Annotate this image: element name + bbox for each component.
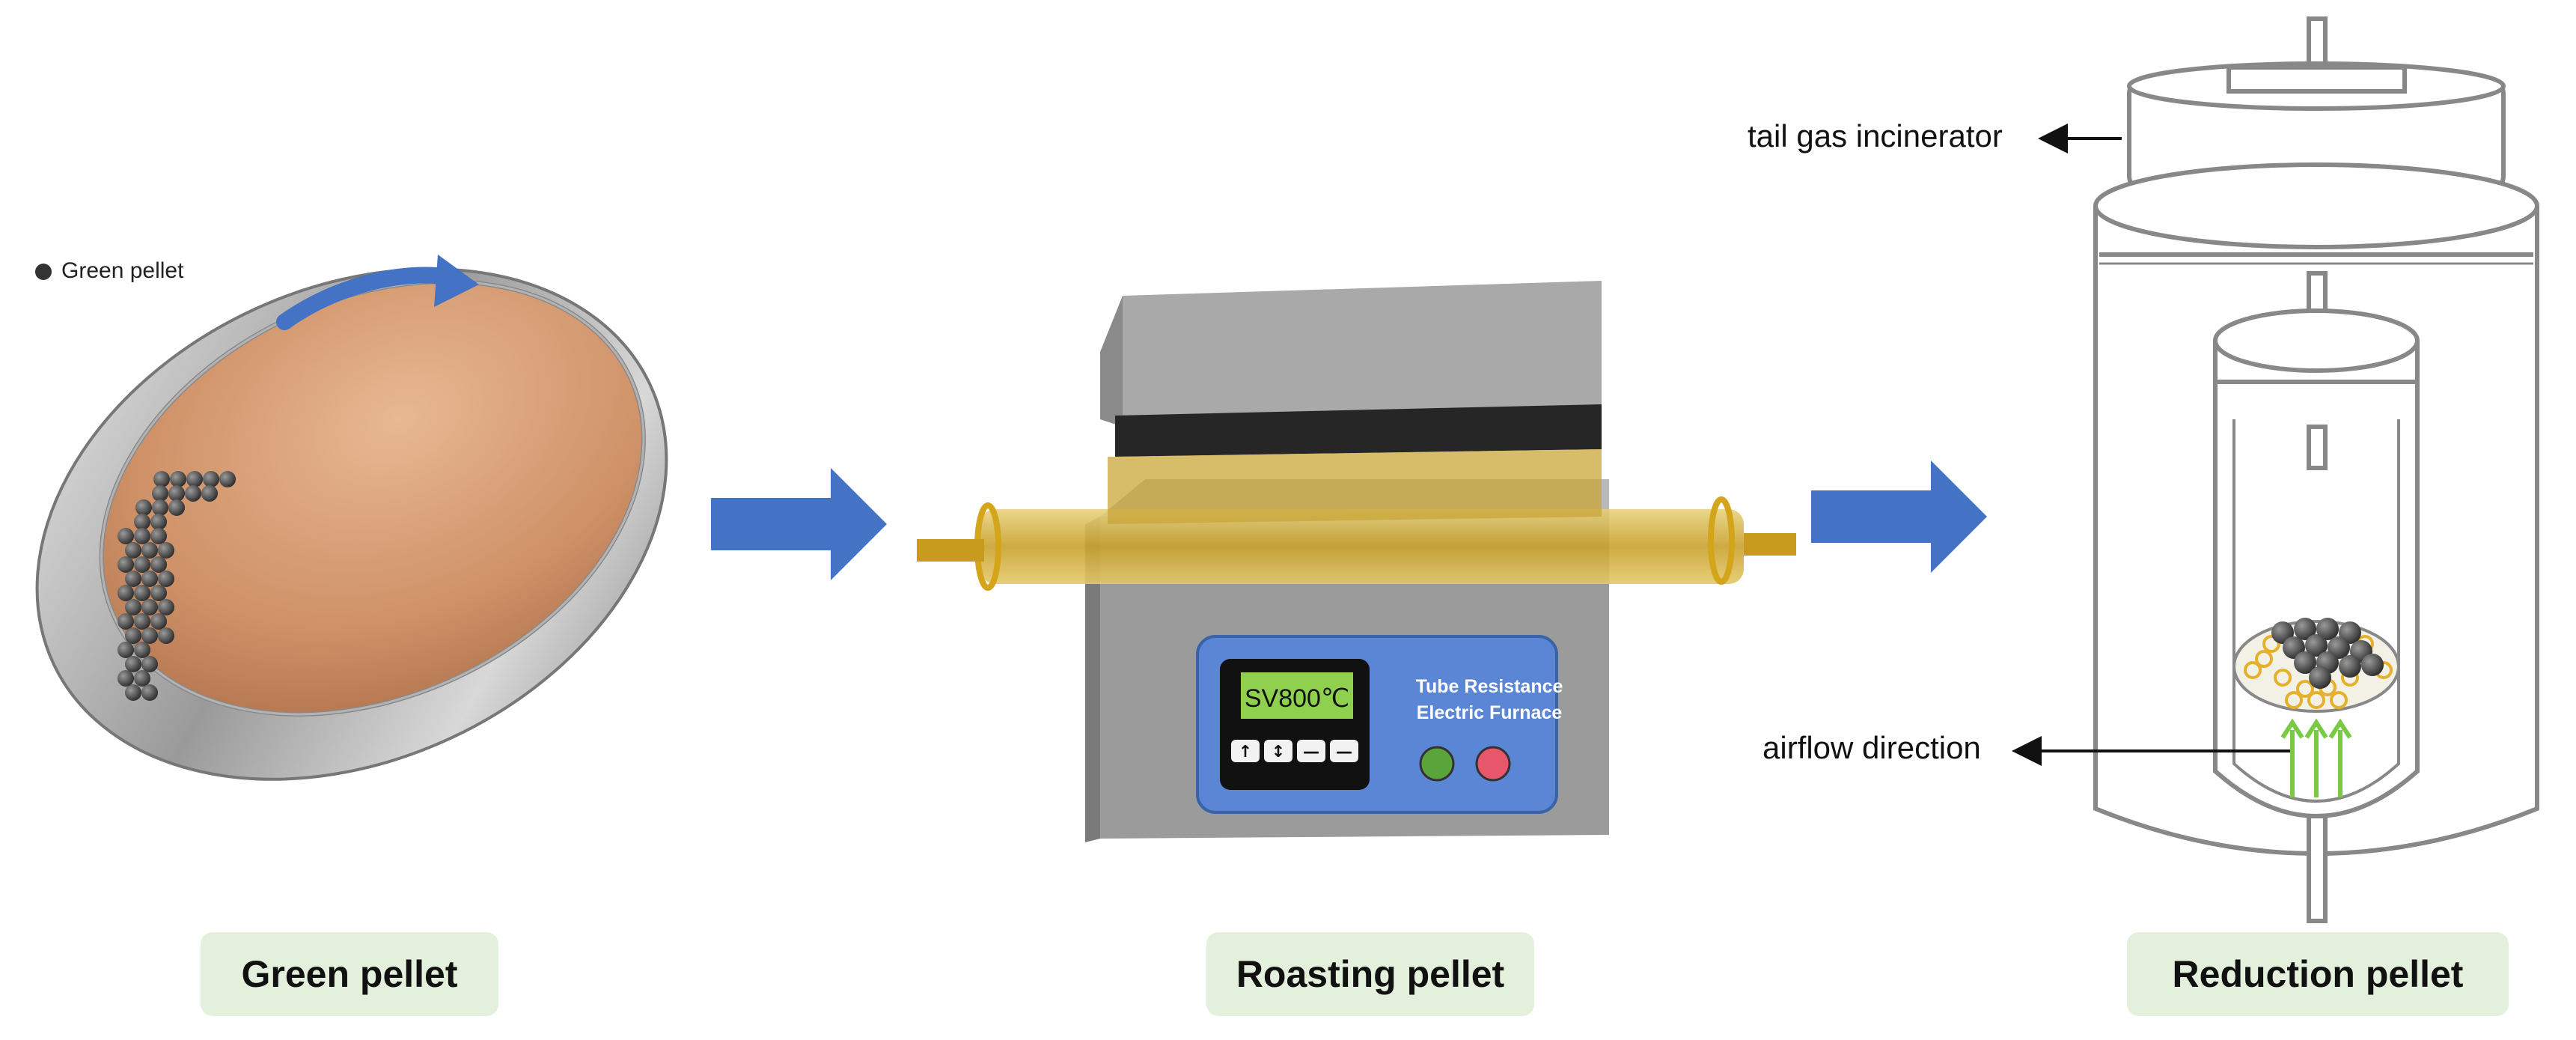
pellet-ball (158, 571, 174, 587)
reduced-pellet-ring (2296, 680, 2314, 698)
pellet-ball (150, 514, 167, 530)
lcd-screen (1241, 672, 1353, 719)
pellet-ball (134, 514, 150, 530)
caption-roasting-pellet: Roasting pellet (1206, 932, 1534, 1016)
reduction-pellet-ball (2316, 618, 2339, 640)
pellet-ball (141, 542, 158, 559)
furnace-label-line1: Tube Resistance (1416, 676, 1563, 697)
tube-furnace: ↑ ↕ — — (917, 281, 1796, 842)
panel-button (1264, 740, 1292, 762)
indicator-green (1419, 746, 1455, 782)
rotation-arrow (276, 267, 457, 330)
panel-button-label: — (1336, 743, 1352, 761)
reduction-pellet-ball (2294, 618, 2316, 640)
pellet-ball (152, 485, 168, 502)
pellet-ball (158, 627, 174, 644)
pellet-ball (134, 585, 150, 601)
flow-arrow-2 (1811, 460, 1987, 573)
reduced-pellet-ring (2255, 650, 2273, 668)
panel-button (1297, 740, 1325, 762)
legend-pellet-dot (35, 264, 52, 280)
pellet-ball (141, 656, 158, 672)
reduction-pellet-ball (2361, 654, 2384, 676)
pellet-ball (219, 471, 236, 487)
pellet-ball (168, 485, 185, 502)
legend-green-pellet-label: Green pellet (61, 258, 184, 283)
reduced-pellet-ring (2330, 691, 2348, 709)
panel-button-label: ↕ (1272, 743, 1285, 761)
furnace-label-line2: Electric Furnace (1417, 702, 1563, 723)
pellet-ball (134, 528, 150, 544)
reduction-bed-pellets (2244, 618, 2393, 709)
reduction-pellet-ball (2309, 666, 2331, 689)
pellet-ball (150, 528, 167, 544)
pellet-ball (117, 642, 134, 658)
panel-button-label: ↑ (1239, 743, 1252, 761)
pellet-ball (141, 599, 158, 615)
pellet-ball (186, 471, 203, 487)
green-pellets-cluster (117, 471, 236, 701)
pellet-ball (150, 556, 167, 573)
pellet-ball (150, 613, 167, 630)
panel-button-label: — (1303, 743, 1319, 761)
flow-arrow-1 (711, 468, 887, 580)
pellet-ball (134, 670, 150, 687)
pellet-ball (117, 556, 134, 573)
pellet-ball (125, 599, 141, 615)
pellet-ball (117, 613, 134, 630)
pellet-ball (141, 684, 158, 701)
pellet-ball (141, 571, 158, 587)
reduction-pellet-ball (2339, 655, 2361, 678)
pellet-ball (168, 499, 185, 516)
pellet-ball (125, 684, 141, 701)
pellet-ball (117, 585, 134, 601)
reduction-pellet-ball (2305, 634, 2328, 657)
indicator-red (1475, 746, 1511, 782)
pellet-ball (125, 542, 141, 559)
reduction-pellet-ball (2294, 651, 2316, 674)
pellet-ball (158, 599, 174, 615)
pellet-ball (170, 471, 186, 487)
pellet-ball (125, 656, 141, 672)
pellet-ball (152, 499, 168, 516)
lcd-text: SV800℃ (1245, 684, 1349, 713)
panel-button (1231, 740, 1260, 762)
pellet-ball (203, 471, 219, 487)
caption-reduction-pellet: Reduction pellet (2127, 932, 2509, 1016)
airflow-label: airflow direction (1762, 730, 1981, 765)
pellet-ball (134, 556, 150, 573)
quartz-tube (980, 509, 1744, 584)
pellet-ball (153, 471, 170, 487)
pellet-ball (134, 613, 150, 630)
pellet-ball (158, 542, 174, 559)
pellet-ball (141, 627, 158, 644)
caption-green-pellet: Green pellet (201, 932, 498, 1016)
pellet-ball (117, 670, 134, 687)
reduced-pellet-ring (2244, 661, 2262, 679)
panel-button (1330, 740, 1358, 762)
pellet-ball (125, 627, 141, 644)
pellet-ball (201, 485, 218, 502)
reduced-pellet-ring (2307, 691, 2325, 709)
airflow-arrows (2280, 718, 2352, 797)
reduction-reactor (2093, 16, 2539, 923)
reduced-pellet-ring (2285, 691, 2303, 709)
reduced-pellet-ring (2274, 669, 2292, 687)
legend-green-pellet (35, 264, 52, 280)
tail-gas-label: tail gas incinerator (1748, 118, 2003, 153)
pellet-ball (150, 585, 167, 601)
pellet-ball (117, 528, 134, 544)
pellet-ball (135, 499, 152, 516)
reduced-pellet-ring (2262, 635, 2280, 653)
pellet-ball (134, 642, 150, 658)
control-buttons: ↑ ↕ — — (1231, 740, 1358, 762)
pellet-ball (185, 485, 201, 502)
disc-pelletizer (35, 255, 668, 781)
pellet-ball (125, 571, 141, 587)
